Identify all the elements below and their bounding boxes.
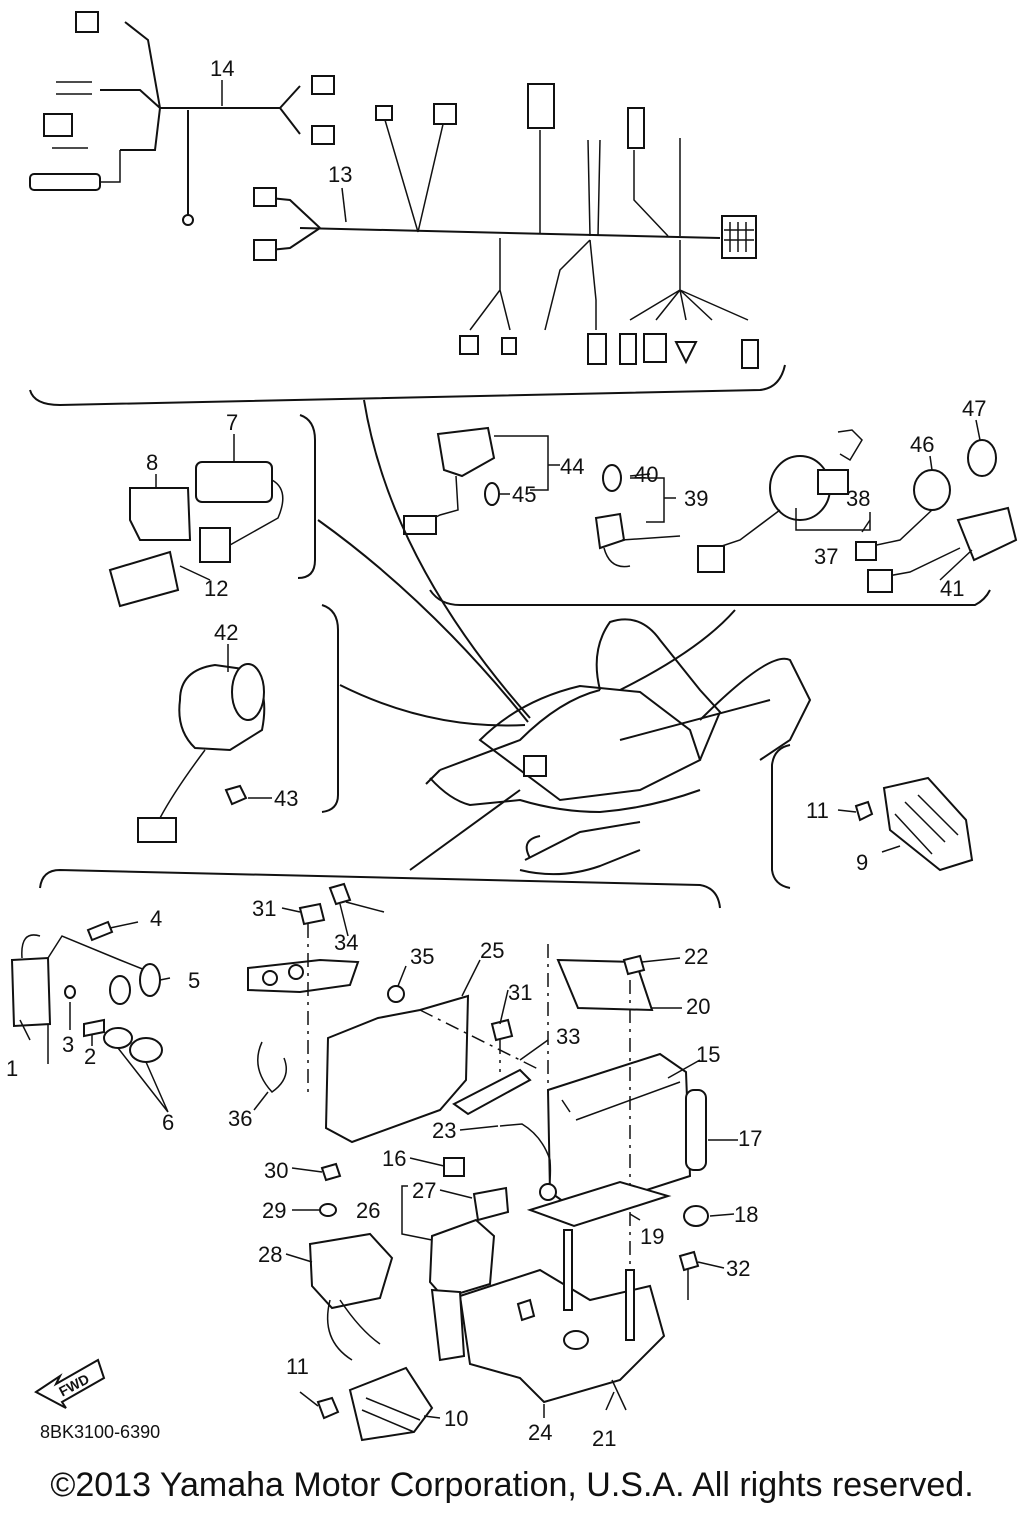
callout-13: 13: [328, 162, 352, 187]
callout-31-bracket: 31: [508, 980, 532, 1005]
callout-11-regulator: 11: [806, 798, 829, 823]
callout-32: 32: [726, 1256, 750, 1281]
callout-24: 24: [528, 1420, 552, 1445]
callout-14: 14: [210, 56, 234, 81]
callout-20: 20: [686, 994, 710, 1019]
wire-harness-group: [29, 11, 786, 407]
callout-10: 10: [444, 1406, 468, 1431]
cdi-unit-group: [108, 414, 316, 608]
switch-group: [403, 426, 1018, 606]
callout-23: 23: [432, 1118, 456, 1143]
callout-37: 37: [814, 544, 838, 569]
callout-45: 45: [512, 482, 536, 507]
callout-17: 17: [738, 1126, 762, 1151]
callout-12: 12: [204, 576, 228, 601]
callout-19: 19: [640, 1224, 664, 1249]
callout-30: 30: [264, 1158, 288, 1183]
callout-41: 41: [940, 576, 964, 601]
callout-42: 42: [214, 620, 238, 645]
callout-35: 35: [410, 944, 434, 969]
callout-9: 9: [856, 850, 868, 875]
callout-7: 7: [226, 410, 238, 435]
callout-43: 43: [274, 786, 298, 811]
diagram-part-number: 8BK3100-6390: [40, 1422, 161, 1442]
leader-lines: [19, 80, 981, 1419]
callout-1: 1: [6, 1056, 18, 1081]
callout-5: 5: [188, 968, 200, 993]
callout-labels: 14 13 7 8 12 42 43 44 45 40 39 37 38 46 …: [6, 56, 986, 1451]
callout-2: 2: [84, 1044, 96, 1069]
callout-21: 21: [592, 1426, 616, 1451]
callout-8: 8: [146, 450, 158, 475]
callout-15: 15: [696, 1042, 720, 1067]
callout-31: 31: [252, 896, 276, 921]
callout-44: 44: [560, 454, 584, 479]
snowmobile-illustration: [317, 399, 812, 876]
callout-29: 29: [262, 1198, 286, 1223]
electrical-box-group: [10, 868, 721, 1442]
regulator-group: [771, 744, 974, 889]
callout-36: 36: [228, 1106, 252, 1131]
starter-relay-group: [137, 604, 339, 843]
callout-6: 6: [162, 1110, 174, 1135]
callout-3: 3: [62, 1032, 74, 1057]
callout-38: 38: [846, 486, 870, 511]
copyright-notice: ©2013 Yamaha Motor Corporation, U.S.A. A…: [50, 1466, 974, 1504]
callout-40: 40: [634, 462, 658, 487]
callout-39: 39: [684, 486, 708, 511]
callout-11-bottom: 11: [286, 1354, 309, 1379]
callout-34: 34: [334, 930, 358, 955]
callout-33: 33: [556, 1024, 580, 1049]
callout-16: 16: [382, 1146, 406, 1171]
callout-46: 46: [910, 432, 934, 457]
callout-27: 27: [412, 1178, 436, 1203]
callout-4: 4: [150, 906, 162, 931]
callout-26: 26: [356, 1198, 380, 1223]
callout-22: 22: [684, 944, 708, 969]
callout-28: 28: [258, 1242, 282, 1267]
callout-18: 18: [734, 1202, 758, 1227]
callout-47: 47: [962, 396, 986, 421]
callout-25: 25: [480, 938, 504, 963]
